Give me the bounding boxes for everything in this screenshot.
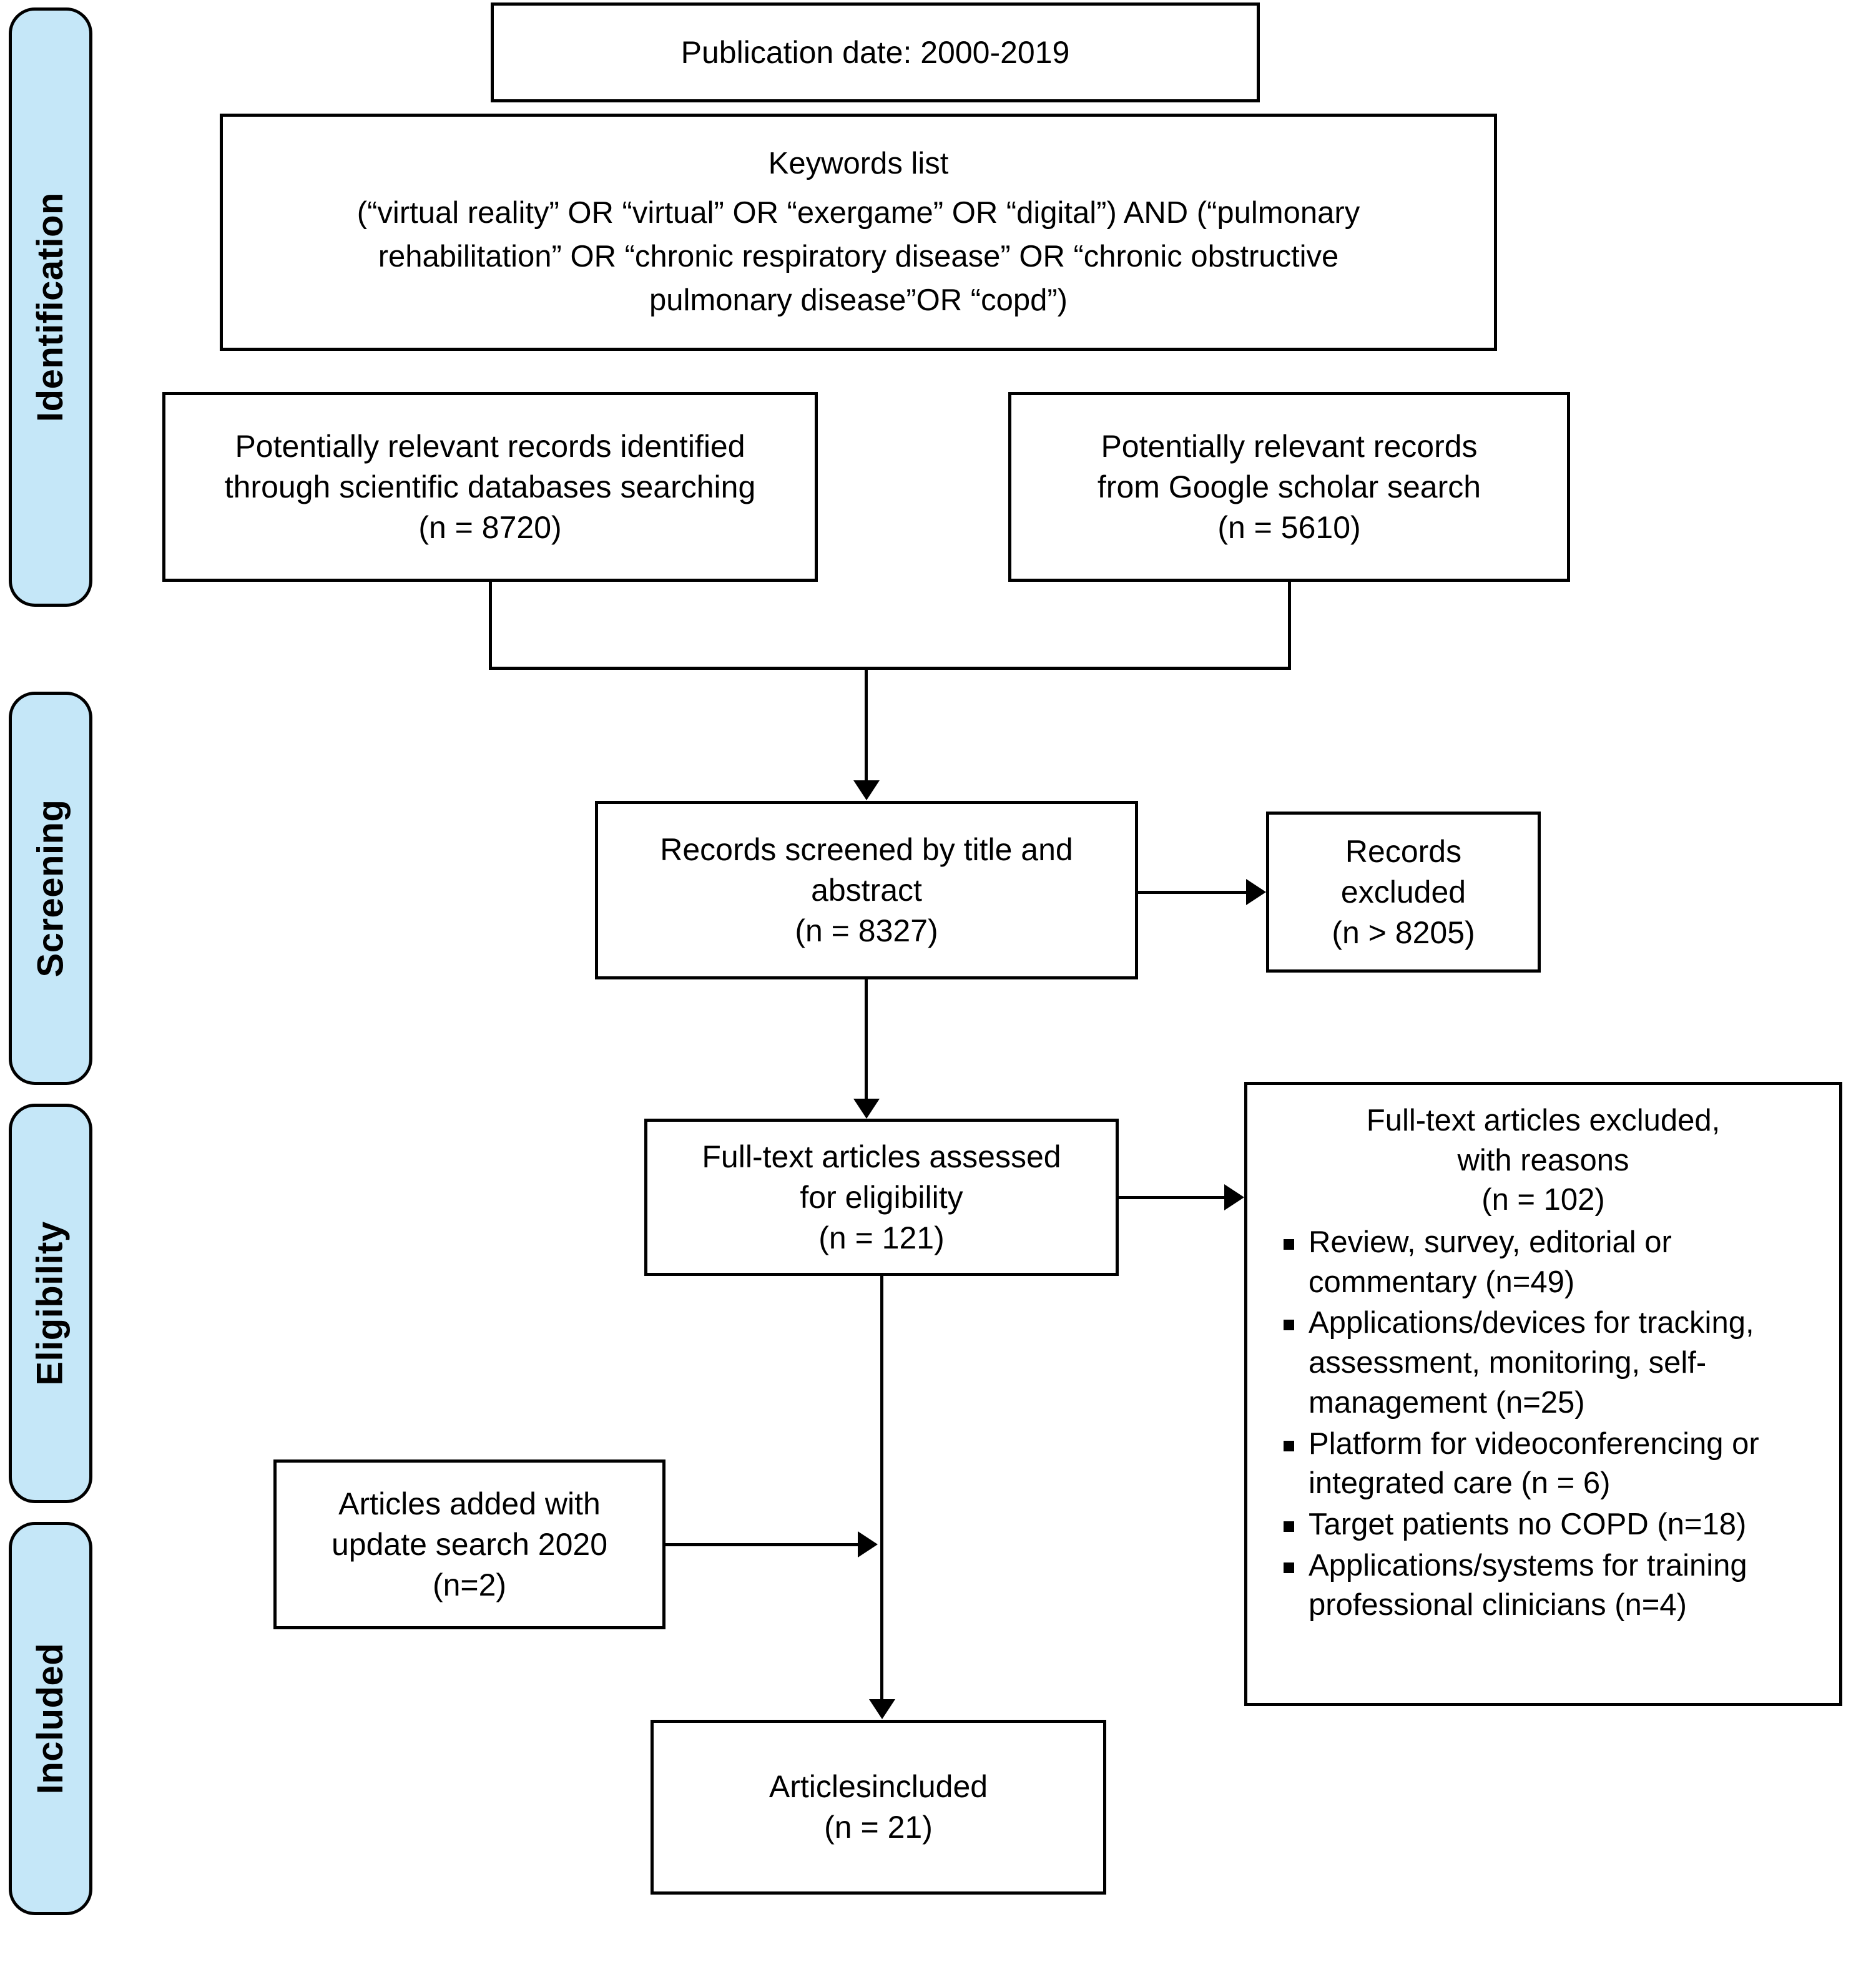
connector-fulltext-to-excluded [1119, 1196, 1226, 1199]
box-records-google-scholar: Potentially relevant records from Google… [1008, 392, 1570, 582]
keywords-line-3: pulmonary disease”OR “copd”) [649, 283, 1068, 317]
keywords-line-1: (“virtual reality” OR “virtual” OR “exer… [356, 196, 1360, 230]
box-articles-added-update-search: Articles added with update search 2020 (… [273, 1459, 665, 1629]
arrow-into-articles-included [869, 1699, 895, 1719]
arrow-into-screened [853, 780, 880, 800]
fulltext-assessed-line-1: Full-text articles assessed [702, 1139, 1061, 1174]
arrow-into-main-flow [858, 1531, 878, 1557]
square-bullet-icon [1284, 1440, 1294, 1451]
update-search-count: (n=2) [432, 1567, 507, 1602]
screened-line-2: abstract [811, 872, 922, 908]
keywords-line-2: rehabilitation” OR “chronic respiratory … [378, 240, 1339, 273]
articles-included-count: (n = 21) [824, 1810, 933, 1845]
articles-included-line-1: Articlesincluded [769, 1769, 988, 1804]
connector-screened-down [865, 979, 868, 1101]
fulltext-excluded-count: (n = 102) [1481, 1183, 1605, 1217]
stage-label-eligibility: Eligibility [30, 1221, 71, 1386]
fulltext-excluded-line-2: with reasons [1457, 1143, 1629, 1177]
screened-count: (n = 8327) [795, 913, 938, 948]
connector-databases-down [489, 582, 492, 669]
stage-label-identification: Identification [30, 192, 71, 422]
exclusion-reason-item: Review, survey, editorial or commentary … [1280, 1223, 1828, 1302]
update-search-line-1: Articles added with [338, 1486, 601, 1521]
fulltext-assessed-line-2: for eligibility [800, 1179, 963, 1215]
exclusion-reason-item: Platform for videoconferencing or integr… [1280, 1425, 1828, 1504]
keywords-title: Keywords list [768, 146, 949, 180]
connector-google-down [1288, 582, 1291, 669]
exclusion-reason-list: Review, survey, editorial or commentary … [1259, 1223, 1828, 1627]
connector-fulltext-down [880, 1276, 883, 1703]
google-scholar-line-1: Potentially relevant records [1101, 428, 1478, 464]
exclusion-reason-text: Applications/devices for tracking, asses… [1309, 1306, 1754, 1420]
stage-pill-screening: Screening [9, 692, 92, 1085]
exclusion-reason-text: Applications/systems for training profes… [1309, 1548, 1747, 1622]
stage-pill-included: Included [9, 1522, 92, 1915]
box-records-screened: Records screened by title and abstract (… [595, 801, 1138, 979]
fulltext-assessed-count: (n = 121) [818, 1220, 945, 1255]
publication-date-text: Publication date: 2000-2019 [680, 34, 1070, 70]
arrow-into-fulltext [853, 1099, 880, 1119]
box-publication-date: Publication date: 2000-2019 [491, 2, 1260, 102]
exclusion-reason-text: Target patients no COPD (n=18) [1309, 1507, 1747, 1541]
records-excluded-count: (n > 8205) [1332, 915, 1475, 950]
box-keywords-list: Keywords list (“virtual reality” OR “vir… [220, 114, 1497, 351]
box-articles-included: Articlesincluded (n = 21) [651, 1720, 1106, 1895]
exclusion-reason-item: Applications/systems for training profes… [1280, 1546, 1828, 1626]
databases-line-2: through scientific databases searching [224, 469, 756, 504]
exclusion-reason-text: Review, survey, editorial or commentary … [1309, 1225, 1672, 1299]
update-search-line-2: update search 2020 [331, 1526, 608, 1562]
screened-line-1: Records screened by title and [660, 831, 1073, 867]
databases-count: (n = 8720) [418, 509, 562, 545]
stage-label-screening: Screening [30, 799, 71, 978]
records-excluded-line-1: Records excluded [1340, 833, 1466, 910]
connector-screened-to-excluded [1138, 891, 1247, 894]
connector-merge-horizontal [489, 667, 1291, 670]
stage-label-included: Included [30, 1642, 71, 1795]
square-bullet-icon [1284, 1521, 1294, 1532]
connector-update-to-main [665, 1543, 859, 1546]
databases-line-1: Potentially relevant records identified [235, 428, 745, 464]
box-fulltext-assessed: Full-text articles assessed for eligibil… [644, 1119, 1119, 1276]
arrow-into-records-excluded [1246, 879, 1266, 905]
square-bullet-icon [1284, 1239, 1294, 1250]
exclusion-reason-item: Applications/devices for tracking, asses… [1280, 1303, 1828, 1423]
box-records-databases: Potentially relevant records identified … [162, 392, 818, 582]
google-scholar-line-2: from Google scholar search [1097, 469, 1481, 504]
exclusion-reason-item: Target patients no COPD (n=18) [1280, 1505, 1828, 1545]
stage-pill-identification: Identification [9, 7, 92, 607]
connector-merge-down [865, 667, 868, 782]
arrow-into-fulltext-excluded [1224, 1184, 1244, 1210]
google-scholar-count: (n = 5610) [1217, 509, 1361, 545]
square-bullet-icon [1284, 1562, 1294, 1573]
box-records-excluded: Records excluded (n > 8205) [1266, 812, 1541, 973]
box-fulltext-excluded-reasons: Full-text articles excluded, with reason… [1244, 1082, 1842, 1706]
square-bullet-icon [1284, 1320, 1294, 1331]
exclusion-reason-text: Platform for videoconferencing or integr… [1309, 1426, 1759, 1501]
fulltext-excluded-line-1: Full-text articles excluded, [1366, 1104, 1721, 1137]
stage-pill-eligibility: Eligibility [9, 1104, 92, 1503]
